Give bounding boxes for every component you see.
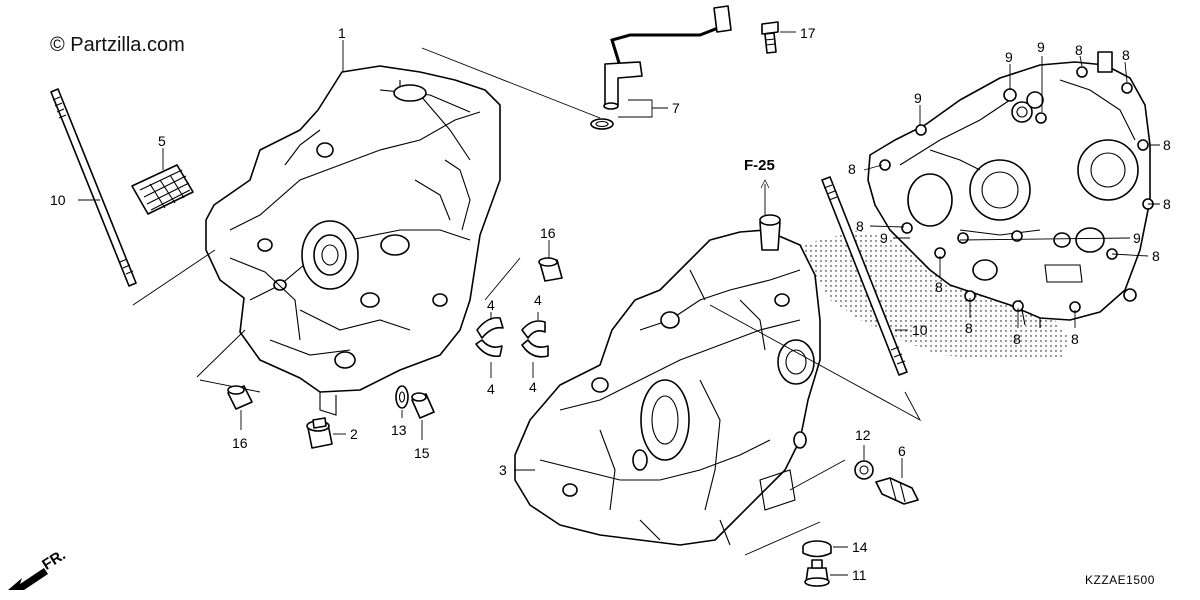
callout-8-d: 8: [1163, 196, 1171, 212]
oil-screen-filter[interactable]: [131, 164, 194, 215]
washer-14[interactable]: [802, 540, 832, 558]
dowel-pin-right[interactable]: [538, 257, 563, 282]
callout-8-c: 8: [1163, 137, 1171, 153]
callout-16-left: 16: [232, 435, 248, 451]
stud-bolt-right[interactable]: [821, 176, 908, 376]
callout-1: 1: [338, 25, 346, 41]
right-case-cover[interactable]: [867, 51, 1154, 328]
right-crankcase[interactable]: [514, 214, 821, 546]
callout-9-d: 9: [880, 230, 888, 246]
bolt-11[interactable]: [804, 559, 830, 587]
neutral-switch[interactable]: [875, 477, 919, 505]
watermark-text: © Partzilla.com: [50, 34, 185, 56]
callout-10-left: 10: [50, 192, 66, 208]
callout-12: 12: [855, 427, 871, 443]
callout-4-b: 4: [487, 381, 495, 397]
drain-bolt[interactable]: [306, 417, 333, 449]
callout-3: 3: [499, 462, 507, 478]
callout-15: 15: [414, 445, 430, 461]
callout-14: 14: [852, 539, 868, 555]
front-direction-arrow: [8, 568, 48, 590]
sealing-washer-13[interactable]: [395, 385, 409, 409]
leaders-8-9: [863, 55, 1160, 328]
callout-11: 11: [852, 567, 867, 583]
bearing-upper-right[interactable]: [521, 320, 546, 339]
callout-8-a: 8: [1075, 42, 1083, 58]
callout-4-c: 4: [534, 292, 542, 308]
callout-5: 5: [158, 133, 166, 149]
callout-8-j: 8: [1013, 331, 1021, 347]
callout-13: 13: [391, 422, 407, 438]
callout-4-a: 4: [487, 297, 495, 313]
callout-9-b: 9: [1037, 39, 1045, 55]
diagram-code: KZZAE1500: [1085, 573, 1155, 587]
callout-8-f: 8: [848, 161, 856, 177]
callout-16-right: 16: [540, 225, 556, 241]
bearing-lower-right[interactable]: [521, 339, 549, 358]
callout-17: 17: [800, 25, 816, 41]
callout-4-d: 4: [529, 379, 537, 395]
collar-15[interactable]: [411, 392, 435, 419]
callout-9-c: 9: [914, 90, 922, 106]
sealing-washer-12[interactable]: [854, 460, 874, 480]
callout-8-g: 8: [856, 218, 864, 234]
callout-10-right: 10: [912, 322, 928, 338]
reference-label-f25: F-25: [744, 157, 775, 174]
bearing-lower-left[interactable]: [475, 339, 503, 358]
leader-1-top-diag: [421, 47, 601, 119]
leader-4: [490, 312, 539, 378]
leader-14: [744, 521, 848, 556]
leader-7: [618, 99, 668, 118]
leader-f25-arrowhead: [760, 179, 770, 189]
sensor-bolt-17[interactable]: [761, 21, 779, 54]
callout-8-i: 8: [965, 320, 973, 336]
dowel-pin-left[interactable]: [227, 385, 253, 410]
callout-8-h: 8: [935, 279, 943, 295]
callout-8-k: 8: [1071, 331, 1079, 347]
callout-8-e: 8: [1152, 248, 1160, 264]
leader-10-left-diag: [132, 249, 216, 306]
callout-6: 6: [898, 443, 906, 459]
callout-8-b: 8: [1122, 47, 1130, 63]
callout-9-a: 9: [1005, 49, 1013, 65]
crankshaft-sensor[interactable]: [603, 5, 732, 110]
leader-10-right-diag: [709, 304, 922, 422]
callout-7: 7: [672, 100, 680, 116]
stud-bolt-left[interactable]: [50, 88, 137, 287]
o-ring-7[interactable]: [590, 118, 614, 130]
gasket-shading: [800, 230, 1070, 360]
callout-2: 2: [350, 426, 358, 442]
leader-16-right: [484, 240, 550, 301]
callout-9-e: 9: [1133, 230, 1141, 246]
leader-12: [789, 445, 865, 491]
leader-16-left: [196, 329, 261, 393]
left-crankcase[interactable]: [205, 65, 501, 416]
bearing-upper-left[interactable]: [476, 316, 504, 339]
